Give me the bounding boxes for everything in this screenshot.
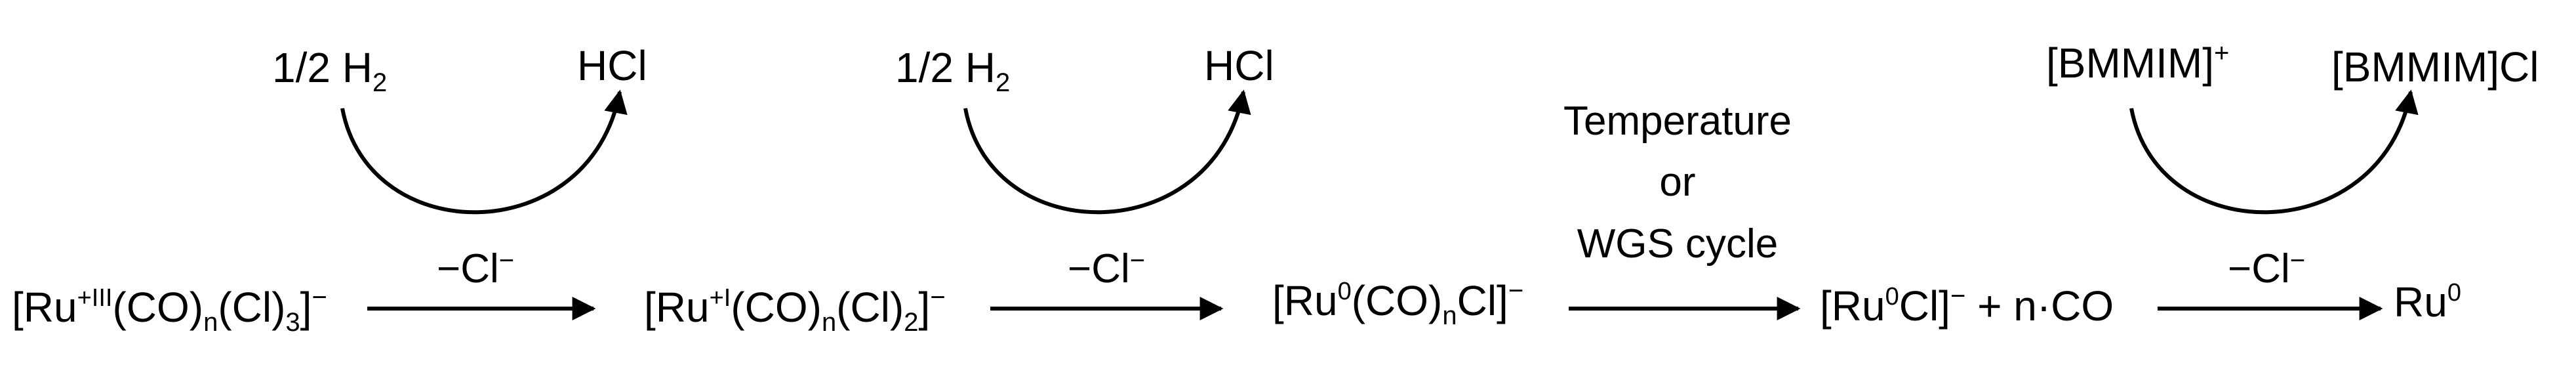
arrow-3-label-line2: or xyxy=(1659,160,1695,205)
arrow-2-label: −Cl− xyxy=(1068,246,1145,291)
cycle-4-arc-arrow xyxy=(2129,89,2419,215)
arrow-1-label: −Cl− xyxy=(437,246,514,291)
species-ru-0-chloride: [Ru0Cl]− + n·CO xyxy=(1820,282,2114,330)
cycle-2-output: HCl xyxy=(1204,42,1274,89)
cycle-1-arc-arrow xyxy=(340,89,628,215)
cycle-1-input: 1/2 H2 xyxy=(272,44,387,97)
cycle-2-arc-arrow xyxy=(963,89,1251,215)
arrow-3-label-line3: WGS cycle xyxy=(1577,221,1779,267)
species-ru-0-carbonyl: [Ru0(CO)nCl]− xyxy=(1272,276,1523,330)
cycle-4-input: [BMMIM]+ xyxy=(2046,39,2229,87)
arrow-3-label-line1: Temperature xyxy=(1563,98,1792,144)
cycle-1-output: HCl xyxy=(577,42,647,89)
species-ru-i: [Ru+I(CO)n(Cl)2]− xyxy=(644,283,946,337)
species-ru-iii: [Ru+III(CO)n(Cl)3]− xyxy=(12,283,327,337)
product-ru-0: Ru0 xyxy=(2394,278,2461,326)
cycle-2-input: 1/2 H2 xyxy=(895,44,1010,97)
arrow-4-label: −Cl− xyxy=(2228,246,2305,291)
cycle-4-output: [BMMIM]Cl xyxy=(2331,43,2539,91)
